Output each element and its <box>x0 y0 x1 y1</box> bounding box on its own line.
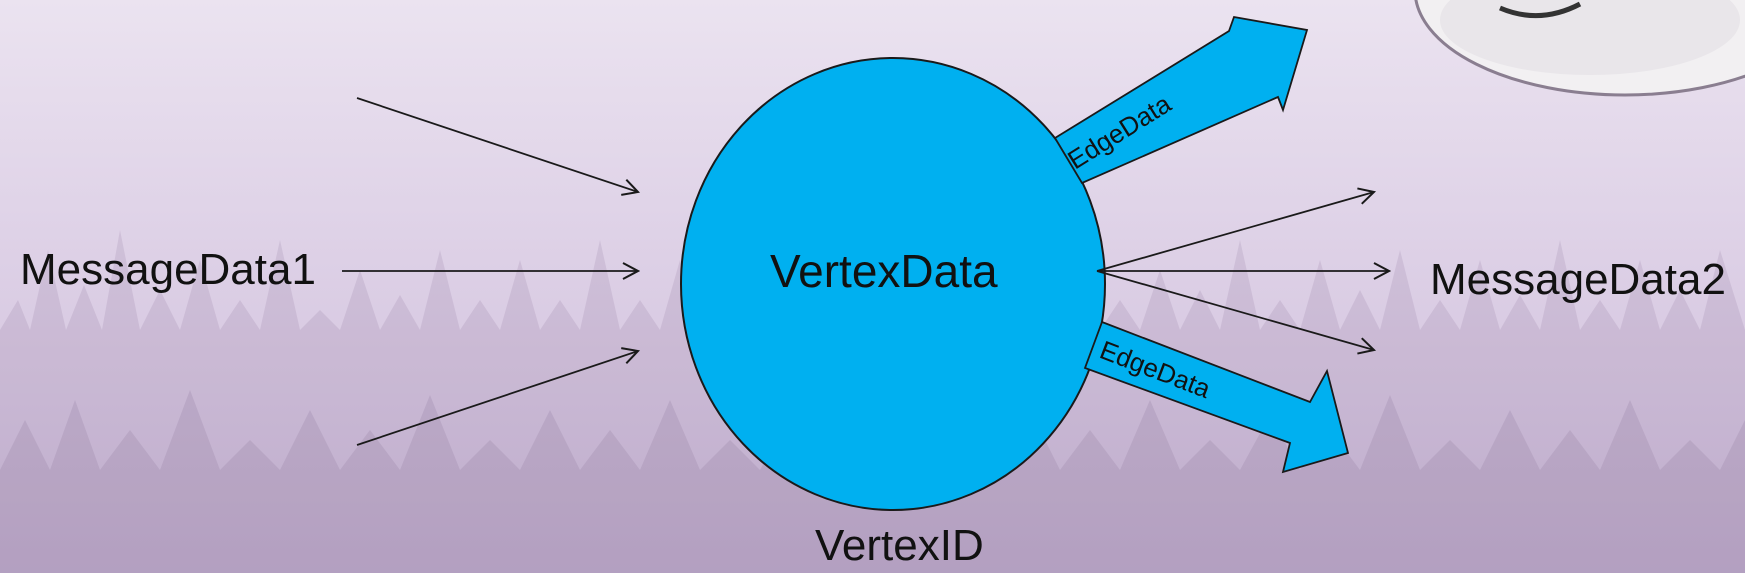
input-message-label: MessageData1 <box>20 245 316 294</box>
edge-arrow-bottom <box>1083 320 1350 474</box>
output-message-label: MessageData2 <box>1430 255 1726 304</box>
outgoing-arrow-bottom <box>1096 270 1374 350</box>
outgoing-arrow-top <box>1096 192 1374 272</box>
vertex-id-label: VertexID <box>815 521 984 570</box>
incoming-arrow-top <box>356 97 638 192</box>
incoming-arrow-bottom <box>356 351 638 446</box>
edge-arrow-top <box>1053 15 1309 185</box>
vertex-data-label: VertexData <box>770 245 998 297</box>
moon-graphic <box>1414 0 1745 97</box>
vertex-circle <box>680 57 1106 511</box>
